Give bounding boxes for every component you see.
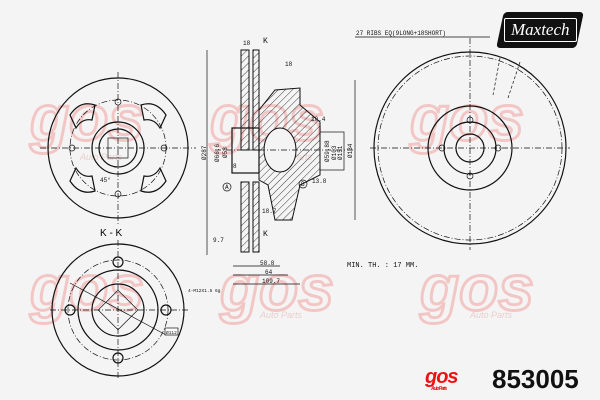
dim-hub-width: 18 bbox=[285, 61, 293, 68]
dim-d3: 8 bbox=[233, 163, 237, 170]
dim-offset: 10.4 bbox=[311, 116, 326, 123]
maxtech-logo-text: Maxtech bbox=[503, 18, 577, 42]
dim-thick: 9.7 bbox=[213, 237, 224, 244]
section-mark-top: K bbox=[263, 37, 268, 46]
svg-text:gos: gos bbox=[419, 252, 534, 324]
rear-view bbox=[370, 38, 570, 250]
svg-text:gos: gos bbox=[29, 252, 144, 324]
watermark-layer: gos gos gos gos gos gos Auto Parts Auto … bbox=[28, 81, 536, 326]
dim-outer-diameter: Ø287 bbox=[201, 145, 208, 160]
front-view: 45° bbox=[40, 72, 196, 224]
cross-section: 18 K 18 10.4 Ø287 Ø66.6 Ø58 8 Ø59.88 Ø10… bbox=[201, 37, 356, 285]
svg-text:gos: gos bbox=[29, 82, 144, 154]
part-number: 853005 bbox=[492, 364, 579, 394]
dim-d2: Ø58 bbox=[222, 147, 229, 158]
section-view-k: K - K Ø112 4-M12X1.5 6g bbox=[50, 228, 221, 380]
dim-b: 13.8 bbox=[312, 178, 327, 185]
dim-d4: Ø59.88 bbox=[324, 140, 331, 162]
datum-b: B bbox=[301, 181, 305, 188]
ribs-note: 27 RIBS EQ(9LONG+18SHORT) bbox=[356, 30, 446, 37]
dim-d1: Ø66.6 bbox=[214, 144, 221, 162]
svg-text:Auto Parts: Auto Parts bbox=[259, 310, 303, 320]
maxtech-logo: Maxtech bbox=[496, 12, 584, 48]
svg-text:gos: gos bbox=[409, 82, 524, 154]
svg-text:Auto Parts: Auto Parts bbox=[469, 310, 513, 320]
dim-d6: Ø151 bbox=[337, 145, 344, 160]
section-label: K - K bbox=[100, 228, 123, 239]
min-thickness-note: MIN. TH. : 17 MM. bbox=[347, 262, 418, 270]
svg-text:gos: gos bbox=[219, 252, 334, 324]
gos-logo-text: gos bbox=[425, 366, 459, 388]
datum-a: A bbox=[225, 184, 229, 191]
angle-label: 45° bbox=[100, 177, 111, 184]
gos-tagline: Auto Parts bbox=[431, 386, 447, 392]
dim-d7: Ø134 bbox=[347, 143, 354, 158]
dim-h3: 109.7 bbox=[262, 278, 280, 285]
dim-inner: 18.7 bbox=[262, 208, 277, 215]
bolt-tag: Ø112 bbox=[166, 329, 177, 336]
thread-note: 4-M12X1.5 6g bbox=[188, 288, 221, 294]
dim-d5: Ø103 bbox=[331, 145, 338, 160]
dim-width-top: 18 bbox=[243, 40, 251, 47]
dim-h2: 64 bbox=[265, 269, 273, 276]
dim-h1: 58.8 bbox=[260, 260, 275, 267]
section-mark-bottom: K bbox=[263, 230, 268, 239]
